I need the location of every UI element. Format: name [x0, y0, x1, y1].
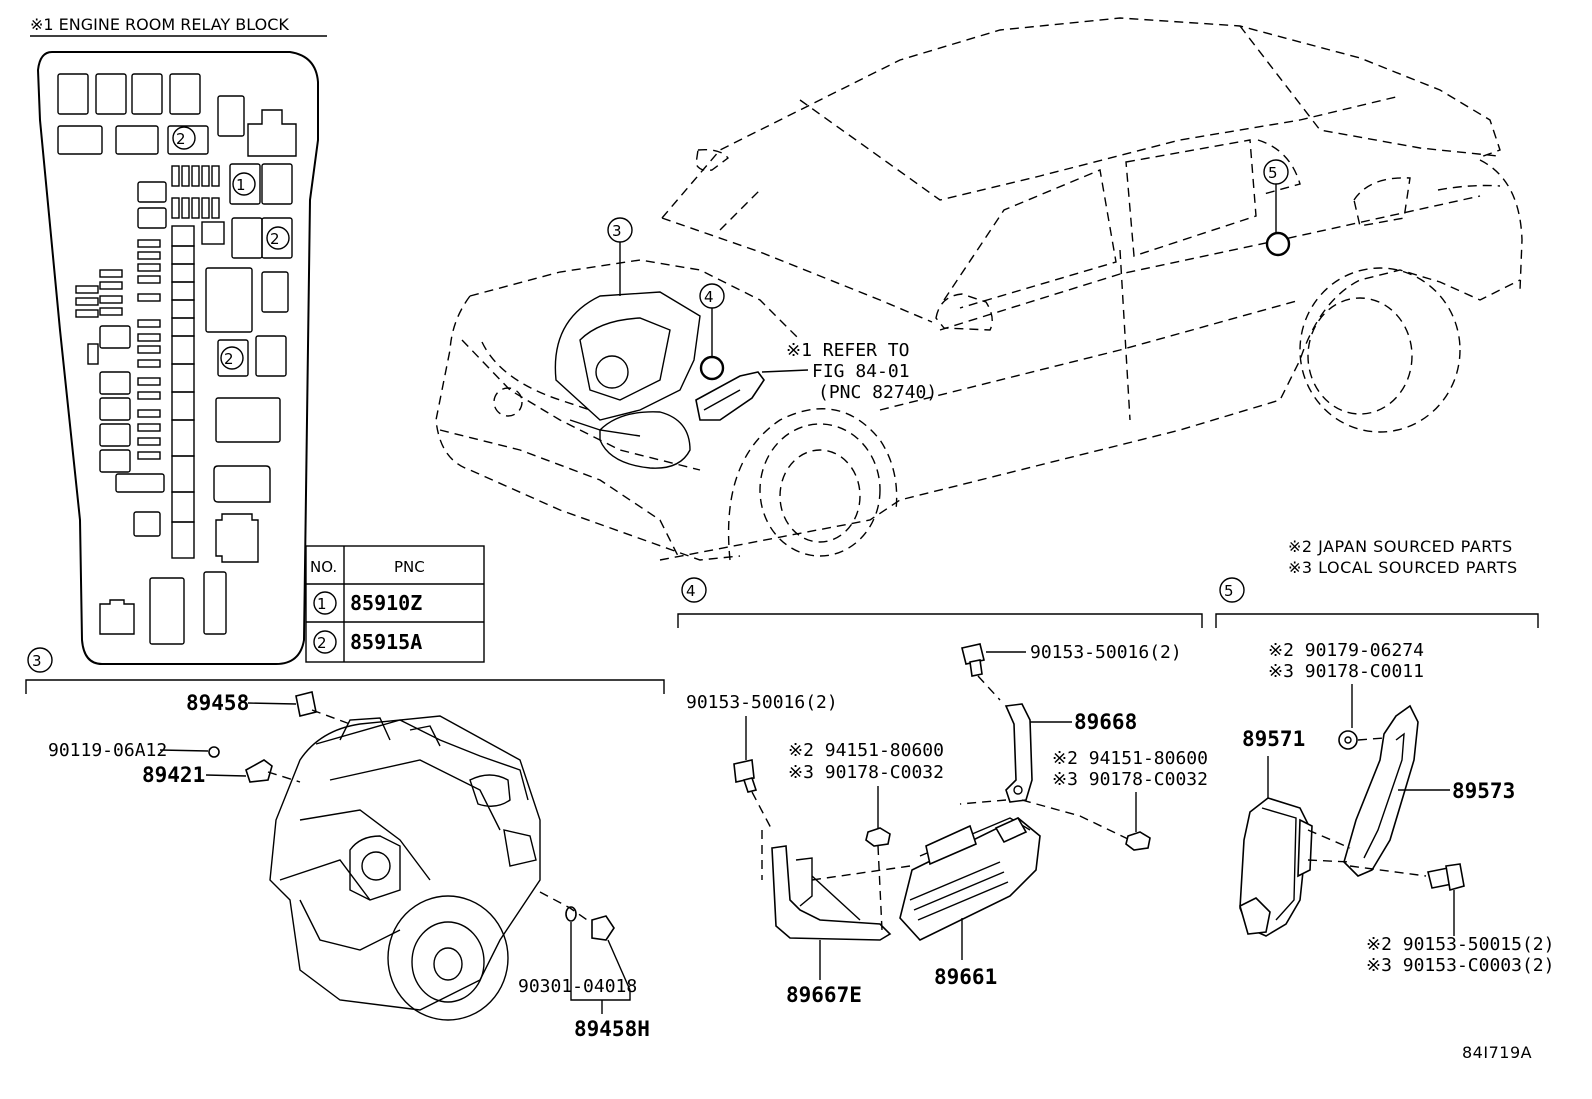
- label-bolt-top: 90153-50016(2): [1030, 642, 1182, 663]
- label-nut-left-2: ※3 90178-C0032: [788, 762, 944, 783]
- ecu-location-marker: [699, 355, 725, 381]
- refer-note-line-3: (PNC 82740): [818, 382, 937, 403]
- label-nut-left-1: ※2 94151-80600: [788, 740, 944, 761]
- relay-block: ※1 ENGINE ROOM RELAY BLOCK: [30, 15, 327, 665]
- label-bolt-5-1: ※2 90153-50015(2): [1366, 934, 1554, 955]
- vehicle-outline: 3 4 5 ※1 REFER TO FIG 84-01 (PNC 82740): [435, 17, 1523, 561]
- pnc-table: NO. PNC 1 85910Z 2 85915A: [305, 545, 485, 663]
- label-89421: 89421: [142, 763, 205, 787]
- section-3-engine: 3 89458 90119-06A12 89421: [25, 647, 665, 1041]
- relay-callout-2a: 2: [176, 130, 186, 148]
- label-bolt-5-2: ※3 90153-C0003(2): [1366, 955, 1554, 976]
- label-90301-04018: 90301-04018: [518, 976, 637, 997]
- label-89661: 89661: [934, 965, 997, 989]
- label-89458: 89458: [186, 691, 249, 715]
- label-nut-5-2: ※3 90178-C0011: [1268, 661, 1424, 682]
- label-nut-right-2: ※3 90178-C0032: [1052, 769, 1208, 790]
- note-japan-sourced: ※2 JAPAN SOURCED PARTS: [1288, 537, 1513, 556]
- table-header-pnc: PNC: [394, 558, 425, 576]
- label-nut-right-1: ※2 94151-80600: [1052, 748, 1208, 769]
- label-89573: 89573: [1452, 779, 1515, 803]
- sensor-location-marker: [1265, 231, 1291, 257]
- relay-callout-1: 1: [236, 176, 246, 194]
- section-5-number: 5: [1224, 582, 1234, 600]
- label-89458H: 89458H: [574, 1017, 650, 1041]
- relay-callout-2c: 2: [224, 350, 234, 368]
- refer-note-line-2: FIG 84-01: [812, 361, 910, 382]
- label-89667E: 89667E: [786, 983, 862, 1007]
- table-row-no-2: 2: [317, 634, 327, 652]
- relay-block-title: ※1 ENGINE ROOM RELAY BLOCK: [30, 15, 289, 34]
- table-row-pnc-1: 85910Z: [350, 591, 422, 615]
- vehicle-callout-4: 4: [704, 288, 714, 306]
- section-3-number: 3: [32, 652, 42, 670]
- figure-id: 84I719A: [1462, 1043, 1532, 1062]
- table-row-pnc-2: 85915A: [350, 630, 422, 654]
- label-bolt-left: 90153-50016(2): [686, 692, 838, 713]
- table-header-no: NO.: [310, 558, 337, 576]
- relay-callout-2b: 2: [270, 230, 280, 248]
- label-89668: 89668: [1074, 710, 1137, 734]
- relay-block-outline: [36, 51, 319, 665]
- vehicle-callout-5: 5: [1268, 164, 1278, 182]
- label-89571: 89571: [1242, 727, 1305, 751]
- section-5-sensor: 5 ※2 90179-06274 ※3 90178-C0011 89573 89…: [1215, 577, 1554, 976]
- section-4-number: 4: [686, 582, 696, 600]
- note-local-sourced: ※3 LOCAL SOURCED PARTS: [1288, 558, 1518, 577]
- section-4-ecu: 4 90153-50016(2) 89667E ※2 94151-80600 ※…: [677, 577, 1208, 1007]
- table-row-no-1: 1: [317, 595, 327, 613]
- refer-note-line-1: ※1 REFER TO: [786, 340, 909, 361]
- label-nut-5-1: ※2 90179-06274: [1268, 640, 1424, 661]
- label-90119-06A12: 90119-06A12: [48, 740, 167, 761]
- vehicle-callout-3: 3: [612, 222, 622, 240]
